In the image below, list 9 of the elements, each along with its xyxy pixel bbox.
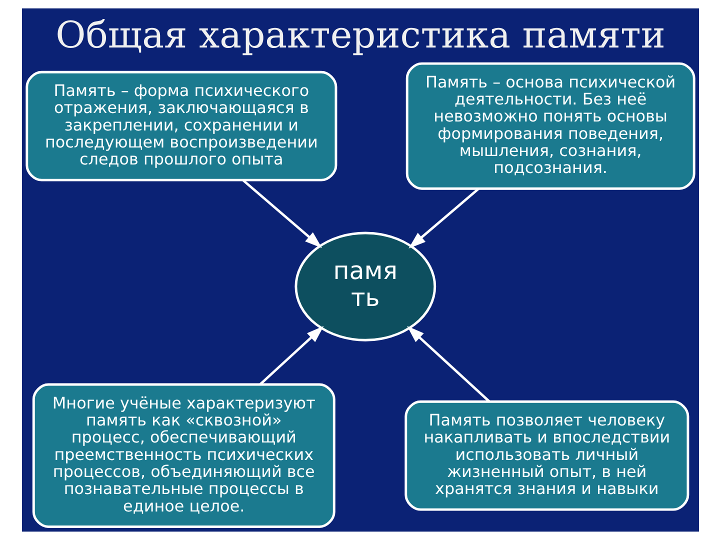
node-box: Память позволяет человеку накапливать и впоследствии использовать личный жизненный опыт, в ней хранятся знания и навыки [404,400,689,511]
arrow [406,326,490,402]
node-box: Многие учёные характеризуют память как «сквозной» процесс, обеспечивающий преемственность психических процессов, объединяющий все познавательные процессы в единое целое. [32,383,335,528]
arrow [259,326,324,386]
node-box: Память – форма психического отражения, заключающаяся в закреплении, сохранении и последующем воспроизведении следов прошлого опыта [25,70,337,182]
arrow [242,179,322,248]
arrow [408,188,479,248]
diagram-title: Общая характеристика памяти [55,14,665,57]
node-box: Память – основа психической деятельности. Без неё невозможно понять основы формирования поведения, мышления, сознания, подсознания. [405,62,695,190]
